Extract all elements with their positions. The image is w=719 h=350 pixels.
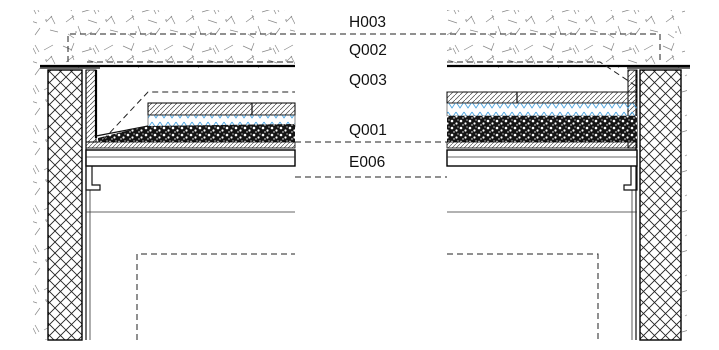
- label-e006: E006: [349, 154, 385, 171]
- dashed-room-outline: [136, 253, 599, 340]
- left-parapet-cap: [40, 64, 295, 143]
- label-q003: Q003: [349, 72, 387, 89]
- label-q001: Q001: [349, 122, 387, 139]
- concrete-slab-right: [447, 10, 685, 68]
- label-h003: H003: [349, 14, 386, 31]
- left-wall: [33, 68, 91, 341]
- dashed-outline-q002: [87, 61, 637, 87]
- dashed-outline-q003: [102, 91, 637, 141]
- concrete-slab-left: [33, 10, 295, 68]
- dashed-outline-h003: [67, 33, 661, 62]
- right-wall: [631, 68, 687, 341]
- left-roof-layers: [85, 102, 296, 213]
- label-q002: Q002: [349, 42, 387, 59]
- right-roof-layers: [446, 91, 638, 213]
